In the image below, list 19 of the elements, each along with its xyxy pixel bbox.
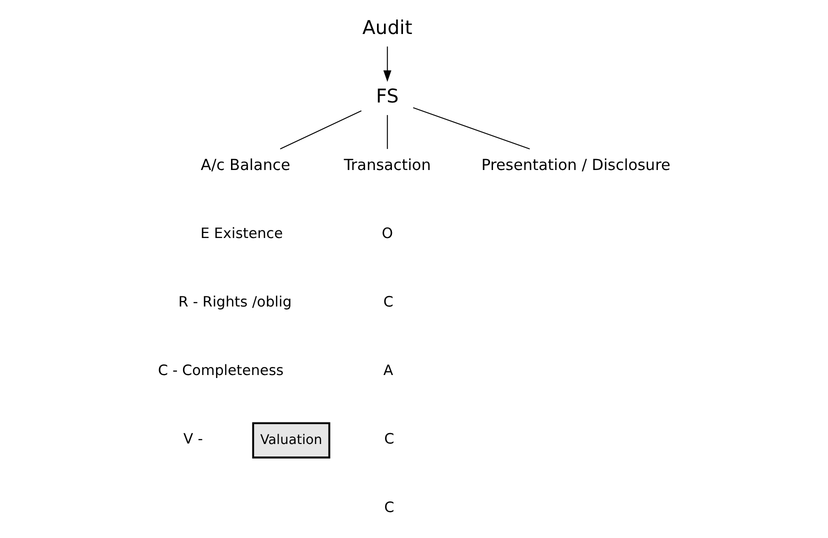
label: C [382,294,393,311]
label: C [384,500,394,516]
node-box: Valuation [252,422,330,458]
connector [279,110,362,150]
label: E Existence [200,226,282,242]
connector [412,107,530,150]
node-text: Presentation / Disclosure [480,156,670,174]
node-text: FS [376,85,398,108]
node-text: Transaction [343,156,430,174]
node-text: A/c Balance [200,156,290,174]
node-text: Audit [362,16,412,39]
label: O [381,226,392,242]
label: R - Rights /oblig [178,294,292,311]
label: C - Completeness [157,363,284,380]
connector [386,114,388,150]
label: A [382,363,393,380]
arrow [382,46,391,82]
label: C [384,432,394,448]
label: V - [182,432,202,448]
